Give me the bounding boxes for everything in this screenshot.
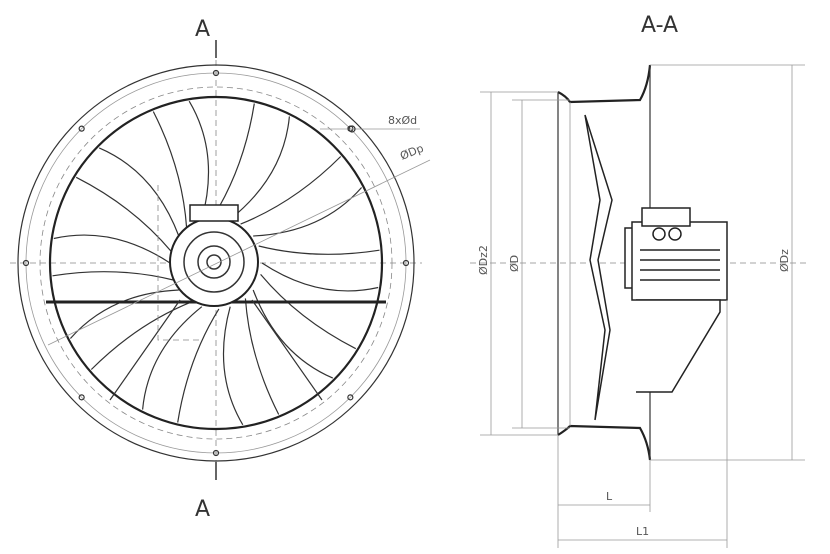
bolt-hole	[78, 125, 85, 132]
bolt-hole	[22, 259, 30, 267]
outer-flange-circle	[17, 64, 415, 462]
blade	[229, 116, 342, 225]
pitch-diameter-label: ØDp	[398, 142, 425, 163]
side-view: A-A	[470, 13, 810, 548]
dim-dz2-label: ØDz2	[477, 245, 490, 275]
bolt-hole	[212, 69, 220, 77]
blade-profile	[584, 114, 613, 421]
bolt-holes	[22, 69, 410, 457]
blade	[53, 176, 172, 264]
dim-l1-label: L1	[636, 525, 649, 538]
blade	[244, 289, 334, 415]
blade	[253, 187, 380, 255]
dim-d-label: ØD	[508, 255, 521, 272]
bolt-label: 8xØd	[388, 114, 417, 127]
dim-l-label: L	[606, 490, 613, 503]
bolt-circle	[25, 72, 407, 454]
section-title: A-A	[641, 13, 678, 38]
bolt-hole	[347, 394, 354, 401]
section-line	[157, 185, 200, 341]
motor-side	[624, 207, 728, 393]
bolt-hole	[212, 449, 220, 457]
section-mark-bottom: A	[195, 497, 210, 522]
support-strut-right	[251, 299, 323, 401]
blade	[98, 111, 188, 237]
fan-blades	[52, 100, 380, 426]
bolt-hole	[402, 259, 410, 267]
blade	[188, 100, 255, 220]
support-strut-left	[109, 299, 181, 401]
bolt-hole	[78, 394, 85, 401]
blade	[52, 271, 179, 339]
housing-top	[557, 64, 652, 104]
duct-outer-circle	[39, 86, 393, 440]
pitch-diameter-dimension	[47, 159, 431, 346]
dimension-lines	[480, 64, 805, 548]
dim-dz-label: ØDz	[778, 249, 791, 272]
housing-bottom	[557, 424, 652, 461]
blade	[177, 306, 244, 426]
front-view: 8xØd ØDp A A	[10, 17, 431, 522]
blade	[260, 262, 379, 350]
section-mark-top: A	[195, 17, 210, 42]
duct-inner-circle	[48, 95, 384, 431]
motor-front	[169, 204, 259, 307]
blade	[90, 301, 203, 410]
